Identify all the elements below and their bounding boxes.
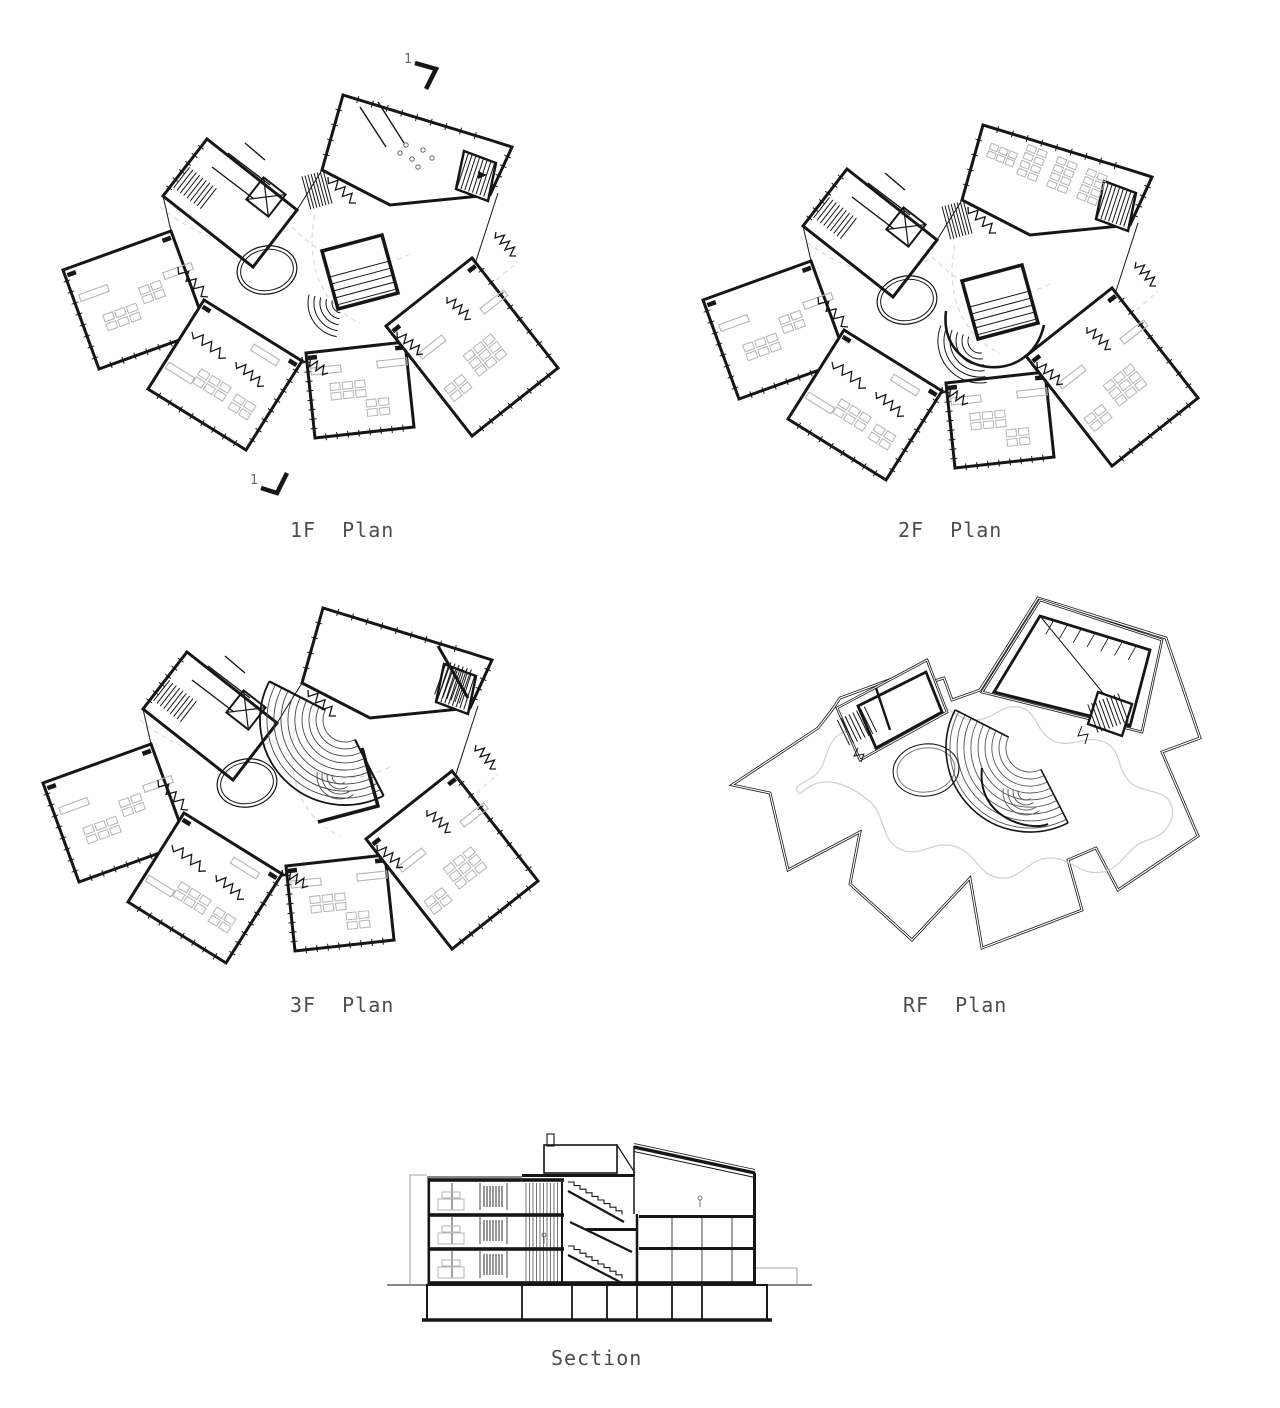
floor-plan-3f-drawing [41, 606, 541, 966]
roof-plan-rf [725, 575, 1215, 975]
plan-label-2f: 2F Plan [898, 518, 1003, 542]
floor-plan-2f [695, 80, 1201, 490]
section-cut-marker-top [414, 60, 440, 91]
building-section [370, 1118, 830, 1338]
section-cut-marker-bottom [260, 471, 290, 496]
plan-label-rf: RF Plan [903, 993, 1008, 1017]
plan-label-3f: 3F Plan [290, 993, 395, 1017]
floor-plan-1f-drawing [61, 60, 561, 496]
building-section-drawing [387, 1133, 812, 1322]
floor-plan-2f-drawing [701, 123, 1201, 483]
floor-plan-3f [35, 560, 545, 980]
section-label: Section [551, 1346, 643, 1370]
roof-plan-rf-drawing [728, 596, 1202, 950]
section-cut-marker-bottom-number: 1 [250, 473, 258, 488]
floor-plan-1f [55, 50, 561, 510]
plan-label-1f: 1F Plan [290, 518, 395, 542]
section-cut-marker-top-number: 1 [404, 52, 412, 67]
